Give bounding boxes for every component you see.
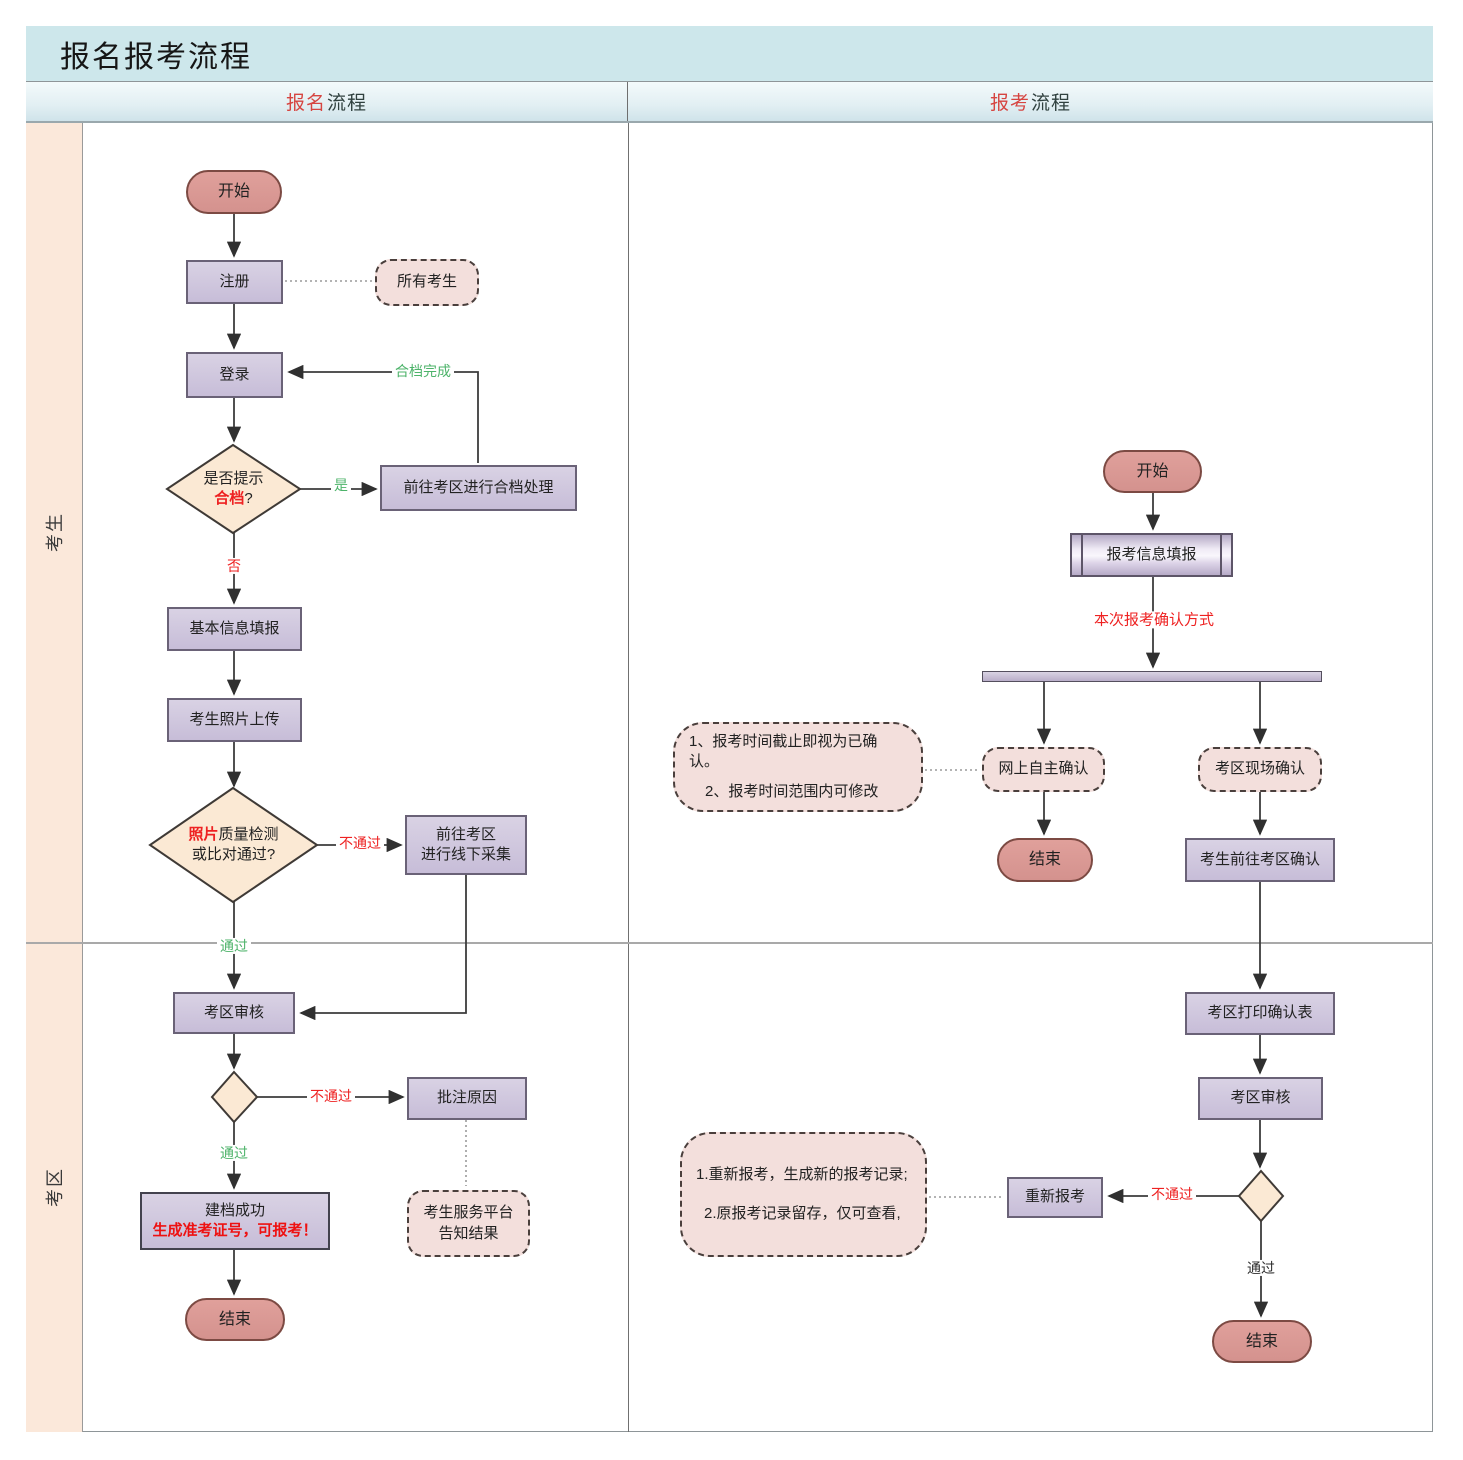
end-node-application: 结束 <box>1212 1320 1312 1363</box>
online-note-item1: 1、报考时间截止即视为已确认。 <box>689 733 878 771</box>
edge-label-fail-right: 不通过 <box>1148 1185 1196 1203</box>
online-note-item2: 2、报考时间范围内可修改 <box>705 782 879 800</box>
process-annotate-reason: 批注原因 <box>407 1077 527 1120</box>
decision-photo-keyword: 照片 <box>188 825 219 843</box>
decision-merge-line1: 是否提示 <box>203 469 264 487</box>
offline-collect-line2: 进行线下采集 <box>420 846 511 863</box>
service-platform-line1: 考生服务平台 <box>423 1204 514 1222</box>
decision-photo-label: 照片质量检测 或比对通过? <box>150 788 317 902</box>
edge-label-pass-right: 通过 <box>1244 1259 1278 1277</box>
process-reapply: 重新报考 <box>1007 1177 1103 1218</box>
diagram-title-bar: 报名报考流程 <box>26 26 1433 82</box>
subprocess-right-bar <box>1220 535 1222 575</box>
decision-merge-tail: ? <box>244 490 253 507</box>
service-platform-line2: 告知结果 <box>438 1224 499 1242</box>
header-left-rest: 流程 <box>327 93 368 114</box>
header-right-accent: 报考 <box>989 93 1030 114</box>
callout-all-candidates: 所有考生 <box>375 259 479 306</box>
process-goto-area-confirm: 考生前往考区确认 <box>1185 838 1335 882</box>
process-register: 注册 <box>186 260 283 304</box>
callout-reapply-note: 1.重新报考，生成新的报考记录; 2.原报考记录留存，仅可查看, <box>680 1132 927 1257</box>
process-area-review-right: 考区审核 <box>1198 1077 1323 1120</box>
archive-line2: 生成准考证号，可报考！ <box>152 1222 318 1239</box>
reapply-note-item2: 2.原报考记录留存，仅可查看, <box>704 1204 901 1222</box>
process-basic-info: 基本信息填报 <box>167 607 302 651</box>
edge-label-fail-photo: 不通过 <box>336 834 384 852</box>
edge-label-pass-photo: 通过 <box>217 937 251 955</box>
edge-label-merge-done: 合档完成 <box>392 362 454 380</box>
archive-line1: 建档成功 <box>204 1201 265 1219</box>
edge-label-no: 否 <box>224 557 244 575</box>
decision-photo-line1: 照片质量检测 <box>188 825 278 845</box>
decision-photo-line1-rest: 质量检测 <box>218 825 279 843</box>
edge-label-fail-review: 不通过 <box>307 1087 355 1105</box>
offline-collect-line1: 前往考区 <box>435 825 496 843</box>
page-title: 报名报考流程 <box>60 39 252 75</box>
column-header-registration: 报名流程 <box>26 82 628 121</box>
reapply-note-item1: 1.重新报考，生成新的报考记录; <box>696 1166 908 1184</box>
decision-merge-line2: 合档? <box>214 489 252 509</box>
callout-onsite-confirm: 考区现场确认 <box>1198 747 1322 792</box>
end-node-online-confirm: 结束 <box>997 838 1093 882</box>
callout-service-platform: 考生服务平台 告知结果 <box>407 1190 530 1257</box>
process-offline-collect: 前往考区 进行线下采集 <box>405 815 527 875</box>
column-divider <box>628 123 629 1432</box>
process-merge-handle: 前往考区进行合档处理 <box>380 465 577 511</box>
start-node-application: 开始 <box>1103 450 1202 493</box>
process-photo-upload: 考生照片上传 <box>167 698 302 742</box>
header-left-accent: 报名 <box>285 93 326 114</box>
lane-label-exam-area: 考区 <box>45 1167 65 1207</box>
edge-label-confirm-method: 本次报考确认方式 <box>1090 611 1218 629</box>
process-login: 登录 <box>186 352 283 398</box>
edge-label-pass-review: 通过 <box>217 1144 251 1162</box>
column-header-application: 报考流程 <box>628 82 1433 121</box>
decision-merge-label: 是否提示 合档? <box>167 445 300 533</box>
end-node-registration: 结束 <box>185 1298 285 1341</box>
decision-photo-line2: 或比对通过? <box>191 846 276 863</box>
lane-label-candidate: 考生 <box>45 512 65 552</box>
process-print-form: 考区打印确认表 <box>1185 992 1335 1035</box>
subprocess-apply-info: 报考信息填报 <box>1070 533 1233 577</box>
process-archive-success: 建档成功 生成准考证号，可报考！ <box>140 1192 330 1250</box>
decision-merge-keyword: 合档 <box>214 490 245 507</box>
fork-bar <box>982 671 1322 682</box>
subprocess-left-bar <box>1081 535 1083 575</box>
start-node-registration: 开始 <box>186 170 282 214</box>
apply-info-label: 报考信息填报 <box>1106 545 1197 563</box>
edge-label-yes: 是 <box>331 476 351 494</box>
callout-online-note: 1、报考时间截止即视为已确认。 2、报考时间范围内可修改 <box>673 722 923 812</box>
header-right-rest: 流程 <box>1031 93 1072 114</box>
lane-label-strip <box>26 123 83 1432</box>
callout-online-confirm: 网上自主确认 <box>982 747 1105 792</box>
column-header-row: 报名流程 报考流程 <box>26 82 1433 123</box>
process-area-review-left: 考区审核 <box>173 992 295 1034</box>
lane-divider <box>26 942 1433 944</box>
